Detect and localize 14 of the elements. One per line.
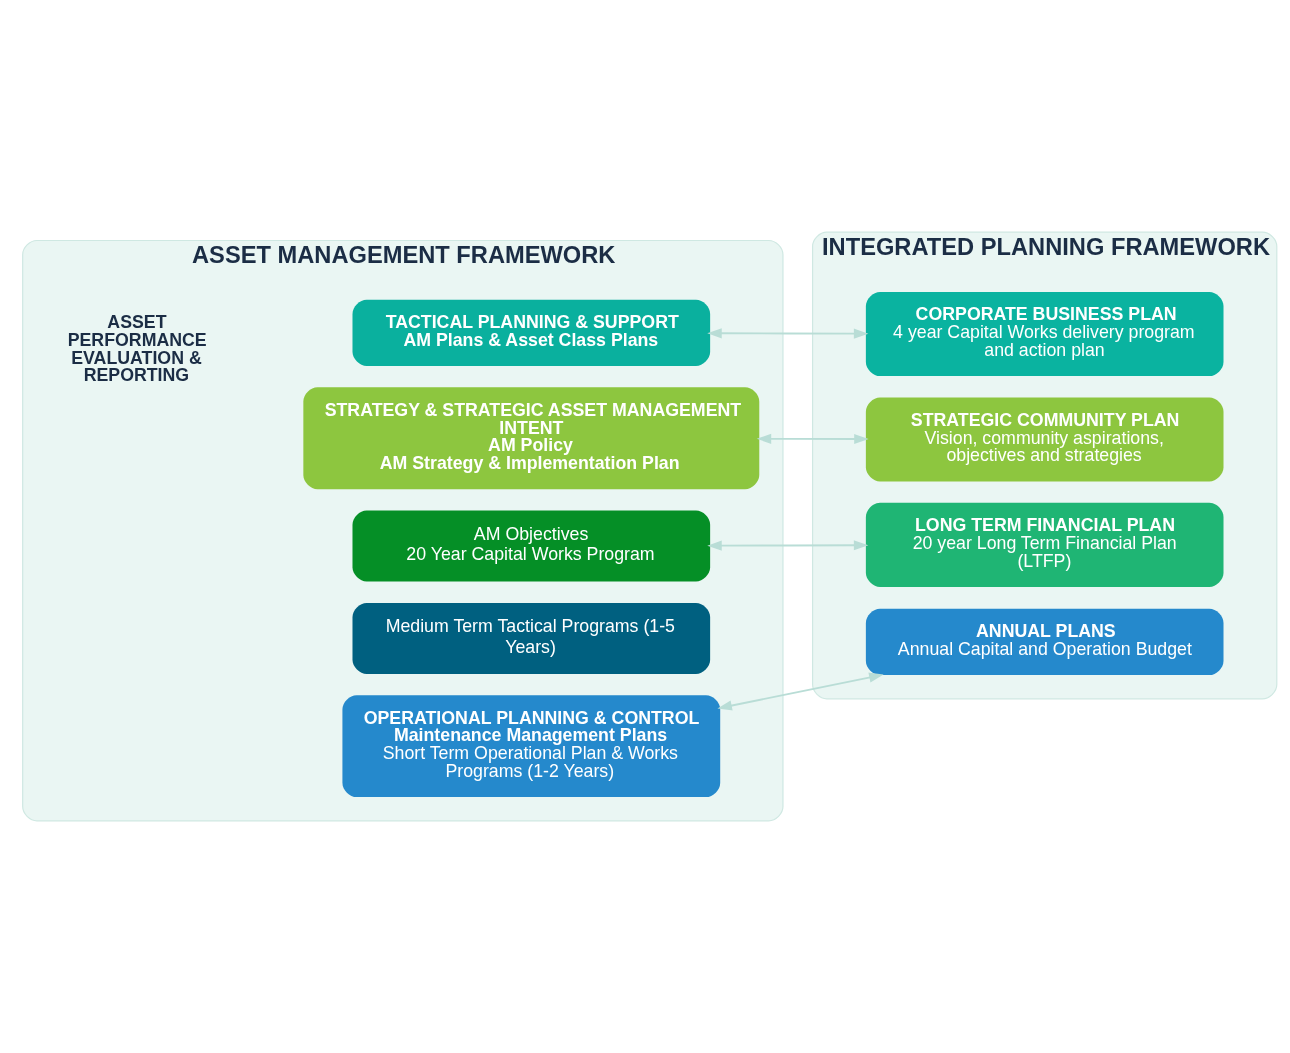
- node-box: ANNUAL PLANS Annual Capital and Operation Budget: [865, 608, 1224, 676]
- node-box: STRATEGY & STRATEGIC ASSET MANAGEMENT INTENT AM Policy AM Strategy & Implementation Plan: [303, 387, 760, 490]
- node-box: Medium Term Tactical Programs (1-5 Years): [352, 602, 711, 674]
- arrow: [707, 540, 869, 551]
- arrow: [717, 672, 884, 711]
- node-box: LONG TERM FINANCIAL PLAN 20 year Long Term Financial Plan (LTFP): [865, 502, 1224, 587]
- node-box: STRATEGIC COMMUNITY PLAN Vision, community aspirations, objectives and strategies: [865, 397, 1224, 482]
- label: ASSET PERFORMANCE EVALUATION & REPORTING: [67, 312, 207, 386]
- node-box: TACTICAL PLANNING & SUPPORT AM Plans & Asset Class Plans: [352, 299, 711, 367]
- node-box: CORPORATE BUSINESS PLAN 4 year Capital Works delivery program and action plan: [865, 292, 1224, 377]
- node-box: OPERATIONAL PLANNING & CONTROL Maintenance Management Plans Short Term Operational Plan & Works Programs (1-2 Years): [342, 695, 721, 798]
- node-box: AM Objectives 20 Year Capital Works Program: [352, 510, 711, 582]
- arrow: [756, 433, 869, 445]
- arrow: [707, 328, 869, 339]
